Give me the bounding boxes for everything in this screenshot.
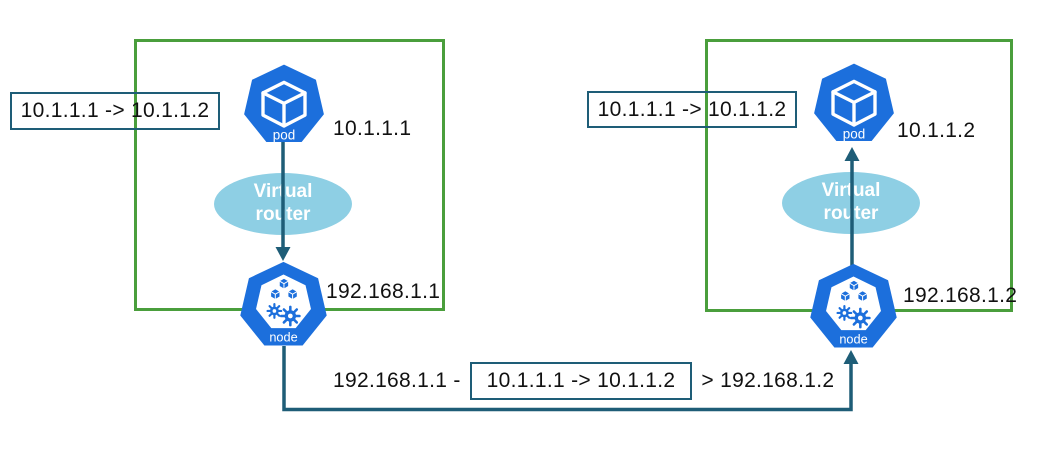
gears-glyph — [836, 305, 871, 329]
encapsulated-packet-box: 10.1.1.1 -> 10.1.1.2 — [469, 362, 693, 400]
left-packet-label-box: 10.1.1.1 -> 10.1.1.2 — [10, 92, 220, 130]
right-pod-icon: pod — [814, 63, 894, 141]
right-pod-icon-label: pod — [843, 126, 865, 141]
left-pod-to-node-arrowhead — [275, 247, 291, 261]
tunnel-flow-suffix: > 192.168.1.2 — [701, 369, 835, 392]
tunnel-flow-annotation: 192.168.1.1 - 10.1.1.1 -> 10.1.1.2 > 192… — [333, 361, 834, 401]
right-node-icon: node — [810, 263, 897, 348]
right-pod-ip-label: 10.1.1.2 — [897, 119, 976, 142]
right-node-ip-label: 192.168.1.2 — [903, 284, 1018, 307]
mini-cubes-glyph — [840, 279, 868, 303]
left-node-icon: node — [240, 261, 327, 346]
left-pod-icon: pod — [244, 64, 324, 142]
left-node-ip-label: 192.168.1.1 — [326, 280, 441, 303]
mini-cubes-glyph — [270, 277, 298, 301]
left-pod-ip-label: 10.1.1.1 — [333, 117, 412, 140]
left-node-icon-label: node — [269, 329, 297, 344]
gears-glyph — [266, 303, 301, 327]
right-packet-label: 10.1.1.1 -> 10.1.1.2 — [597, 97, 787, 121]
right-packet-label-box: 10.1.1.1 -> 10.1.1.2 — [587, 91, 797, 128]
node-to-node-tunnel-connector — [282, 346, 853, 412]
tunnel-flow-prefix: 192.168.1.1 - — [333, 369, 461, 392]
left-packet-label: 10.1.1.1 -> 10.1.1.2 — [20, 99, 210, 122]
right-node-icon-label: node — [839, 331, 867, 346]
tunnel-to-right-node-arrowhead — [843, 350, 859, 364]
cube-glyph — [831, 79, 877, 127]
cube-glyph — [261, 80, 307, 128]
left-pod-icon-label: pod — [273, 127, 295, 142]
right-node-to-pod-arrowhead — [844, 147, 860, 161]
encapsulated-packet-label: 10.1.1.1 -> 10.1.1.2 — [486, 369, 676, 392]
